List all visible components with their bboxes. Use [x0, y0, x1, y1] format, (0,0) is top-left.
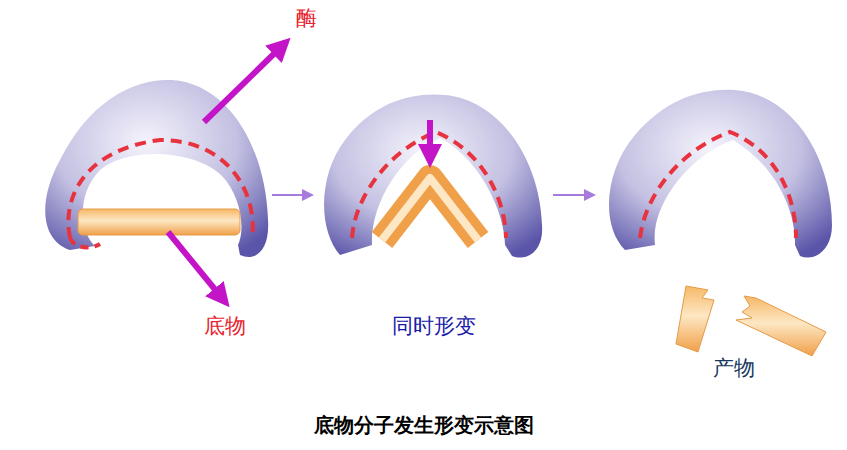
- figure-caption: 底物分子发生形变示意图: [0, 412, 847, 439]
- enzyme-shape: [609, 90, 832, 258]
- enzyme-label: 酶: [296, 6, 317, 31]
- leader-arrow: [204, 46, 282, 122]
- enzyme-shape: [324, 94, 542, 257]
- enzyme-shape: [45, 80, 268, 257]
- stage-label: 同时形变: [392, 314, 476, 339]
- step-arrow: [553, 194, 590, 196]
- leader-arrow: [168, 232, 222, 298]
- substrate-label: 底物: [204, 314, 246, 339]
- product-label: 产物: [713, 356, 755, 381]
- step-arrow: [272, 194, 308, 196]
- product-fragments: [676, 286, 826, 356]
